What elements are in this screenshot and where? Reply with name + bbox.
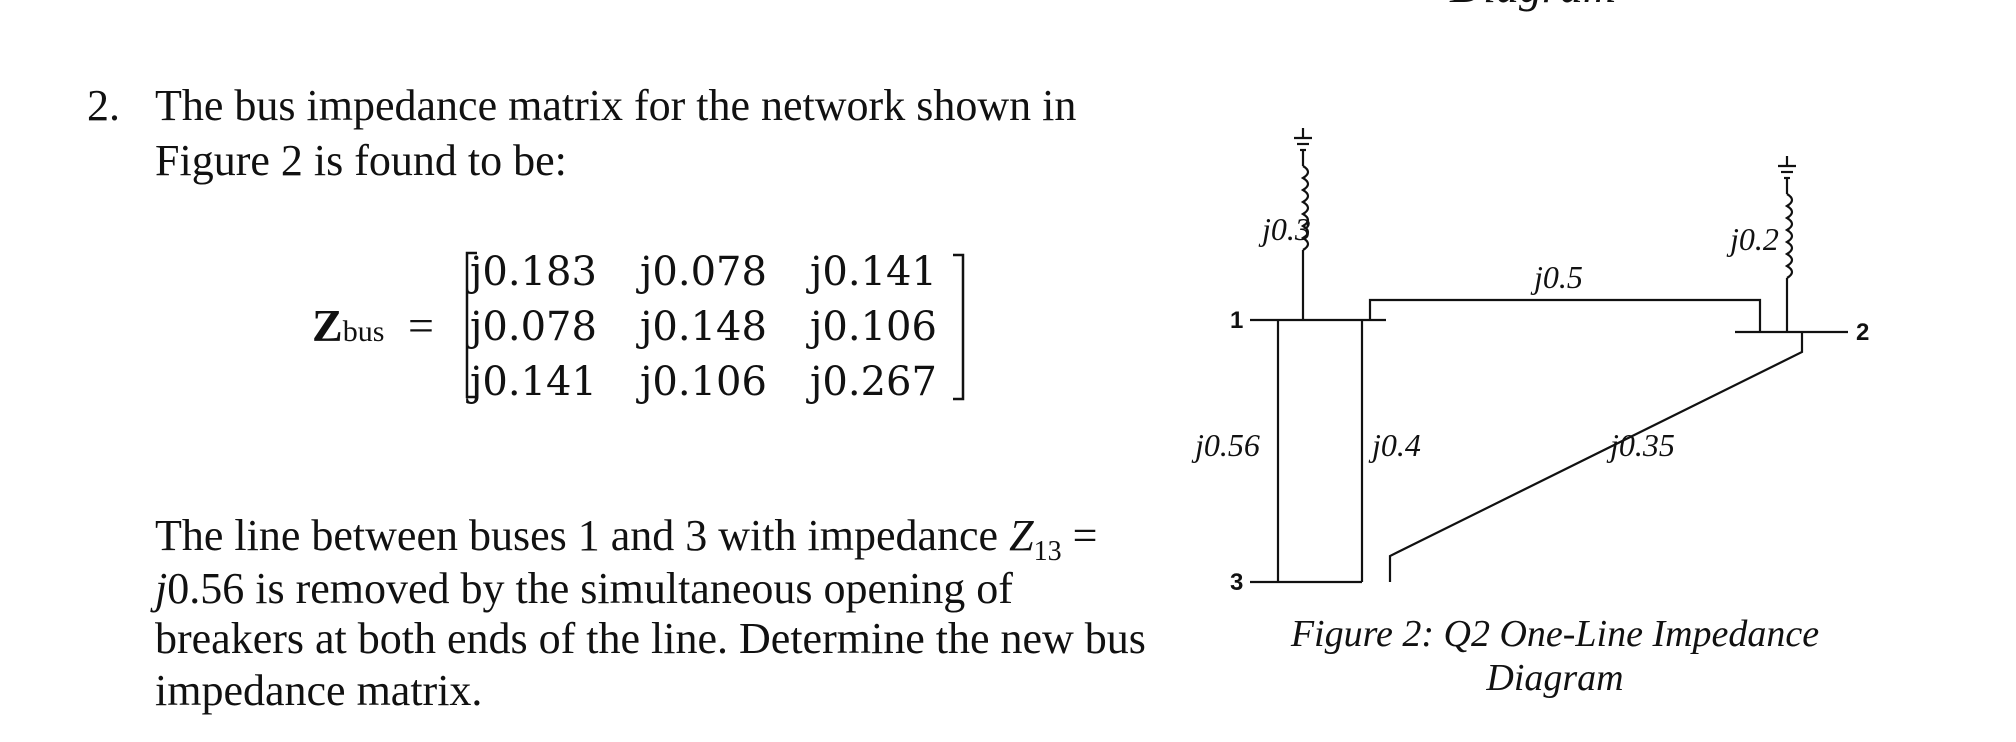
problem-text-line-1: The line between buses 1 and 3 with impe…	[155, 510, 1097, 578]
question-text-line-1: The bus impedance matrix for the network…	[155, 81, 1077, 130]
matrix-cell-r2c2: j0.148	[636, 304, 767, 350]
figure-caption-line-1: Figure 2: Q2 One-Line Impedance	[1290, 613, 1820, 655]
label-line12-impedance: j0.5	[1530, 259, 1583, 295]
line-1-2	[1368, 298, 1762, 332]
bus-2-label: 2	[1856, 319, 1869, 346]
equals-sign: =	[408, 300, 434, 351]
label-gen1-impedance: j0.3	[1258, 211, 1311, 247]
matrix-cell-r1c1: j0.183	[466, 249, 597, 295]
matrix-cell-r1c3: j0.141	[806, 249, 937, 295]
one-line-impedance-diagram: j0.3 j0.2 j0.5 j0.56 j0.4 j0.35 1 2 3	[1191, 128, 1869, 596]
problem-text-line-3: breakers at both ends of the line. Deter…	[155, 614, 1146, 663]
problem-equals: =	[1061, 511, 1098, 560]
cutoff-caption-text: Diagram	[1450, 0, 1616, 10]
problem-text-line-4: impedance matrix.	[155, 666, 483, 715]
matrix-cell-r3c3: j0.267	[806, 359, 937, 405]
problem-var-subscript: 13	[1033, 535, 1062, 567]
bus-1-label: 1	[1230, 307, 1243, 334]
generator-2-symbol	[1778, 156, 1796, 332]
matrix-cell-r2c1: j0.078	[466, 304, 597, 350]
matrix-cell-r3c1: j0.141	[466, 359, 597, 405]
matrix-cell-r3c2: j0.106	[636, 359, 767, 405]
label-gen2-impedance: j0.2	[1726, 221, 1779, 257]
impedance-matrix: j0.183 j0.078 j0.141 j0.078 j0.148 j0.10…	[465, 249, 965, 405]
problem-text-line-2: j0.56 is removed by the simultaneous ope…	[155, 563, 1013, 615]
matrix-right-bracket	[953, 253, 965, 401]
zbus-label: Zbus	[312, 300, 384, 358]
problem-text-line-2-words: 0.56 is removed by the simultaneous open…	[167, 564, 1013, 613]
question-text-line-2: Figure 2 is found to be:	[155, 136, 567, 185]
matrix-cell-r2c3: j0.106	[806, 304, 937, 350]
figure-caption-line-2: Diagram	[1486, 657, 1624, 699]
matrix-left-bracket	[465, 251, 477, 399]
matrix-cell-r1c2: j0.078	[636, 249, 767, 295]
problem-var-z: Z	[1009, 511, 1034, 560]
label-line13-impedance: j0.56	[1191, 427, 1260, 463]
zbus-label-subscript: bus	[342, 315, 385, 348]
zbus-label-main: Z	[312, 300, 343, 351]
line-2-3	[1388, 332, 1804, 582]
bus-3-label: 3	[1230, 569, 1243, 596]
label-linemid-impedance: j0.4	[1368, 427, 1421, 463]
problem-text-line-1-words: The line between buses 1 and 3 with impe…	[155, 511, 1010, 560]
problem-var-j: j	[155, 564, 168, 613]
question-number: 2.	[87, 81, 120, 130]
label-line23-impedance: j0.35	[1606, 427, 1675, 463]
generator-1-symbol	[1294, 128, 1312, 320]
